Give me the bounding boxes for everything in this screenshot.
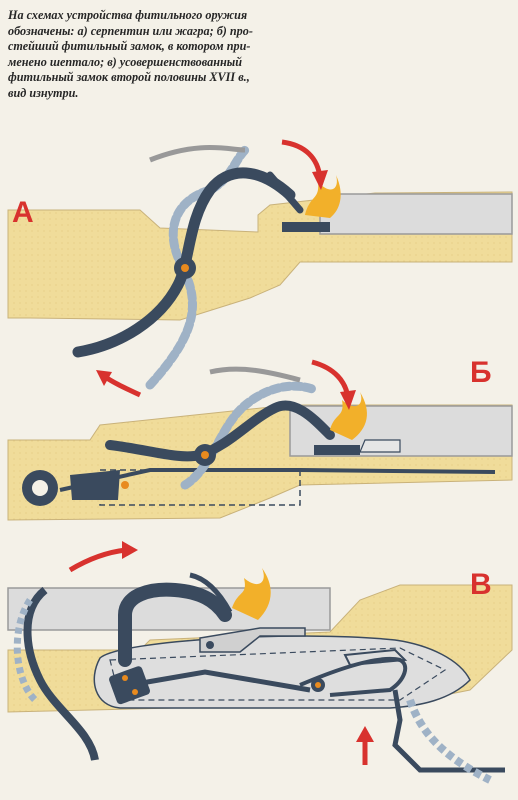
- figure-caption: На схемах устройства фитильного оружия о…: [8, 8, 320, 101]
- match-ghost-a: [149, 145, 246, 163]
- serpentine-lever-b: [105, 400, 335, 462]
- pan-cover-v: [199, 627, 306, 653]
- spring-clip-v: [343, 648, 408, 667]
- serpentine-lever-v: [118, 582, 232, 667]
- match-cord-a: [266, 171, 304, 214]
- trigger-v: [392, 689, 505, 773]
- pivot-v2: [206, 641, 214, 649]
- match-cord-v: [23, 586, 99, 761]
- panel-label-v: В: [470, 568, 492, 601]
- panel-b: [7, 359, 513, 521]
- flame-v: [232, 568, 271, 620]
- link-plate-v: [109, 666, 150, 705]
- tumbler-link-v: [129, 669, 311, 693]
- caption-line: вид изнутри.: [8, 85, 79, 100]
- flash-pan-b: [314, 445, 360, 455]
- panel-v: [7, 541, 513, 784]
- serpentine-lever-a: [72, 167, 296, 358]
- match-ghost-b: [209, 366, 301, 383]
- panel-label-a: А: [12, 196, 34, 229]
- match-ghost-v: [13, 598, 38, 703]
- barrel-v: [7, 587, 331, 631]
- caption-line: На схемах устройства фитильного оружия: [8, 8, 248, 22]
- panel-label-b: Б: [470, 356, 492, 389]
- trigger-ghost-v: [406, 698, 492, 784]
- pivot-dot-a: [181, 264, 189, 272]
- caption-line: фитильный замок второй половины XVII в.,: [8, 70, 250, 84]
- caption-line: обозначены: а) серпентин или жагра; б) п…: [8, 23, 253, 38]
- flame-a: [305, 175, 341, 218]
- flash-pan-a: [282, 222, 330, 232]
- trigger-plate-b: [70, 470, 120, 500]
- panel-a: [7, 139, 513, 398]
- pan-cover-b: [359, 439, 401, 453]
- arrow-left-a: [102, 373, 142, 398]
- caption-line: менено шептало; в) усовершенствованный: [8, 54, 242, 69]
- barrel-a: [319, 193, 513, 235]
- arrow-right-v: [68, 547, 127, 573]
- lock-plate-v: [93, 635, 471, 709]
- match-holder-v: [189, 572, 233, 614]
- flame-b: [330, 392, 367, 440]
- pivot-b-rear: [121, 481, 129, 489]
- caption-line: стейший фитильный замок, в котором при-: [8, 39, 251, 53]
